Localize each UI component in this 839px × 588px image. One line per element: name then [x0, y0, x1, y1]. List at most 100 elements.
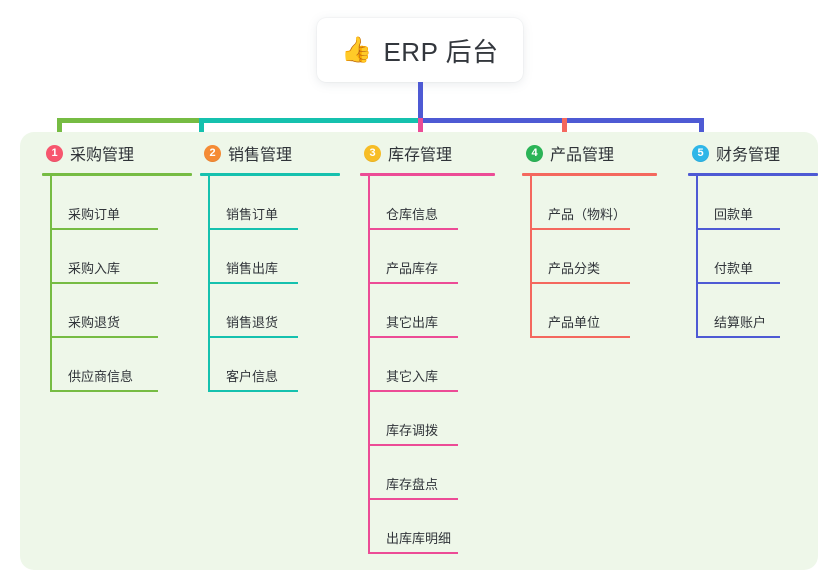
thumbs-up-icon: 👍	[341, 35, 373, 64]
column-header-underline	[42, 173, 192, 176]
root-node-title-card[interactable]: 👍 ERP 后台	[317, 18, 523, 82]
list-item[interactable]: 客户信息	[200, 338, 340, 392]
column-rail	[50, 176, 52, 392]
column-number-badge: 1	[46, 144, 63, 162]
list-item-underline	[368, 390, 458, 392]
list-item-label: 采购订单	[68, 207, 121, 222]
list-item-underline	[208, 390, 298, 392]
list-item-underline	[50, 390, 158, 392]
list-item-underline	[368, 444, 458, 446]
column-header-underline	[200, 173, 340, 176]
list-item-label: 其它出库	[386, 315, 439, 330]
list-item-label: 仓库信息	[386, 207, 439, 222]
column-5: 5 财务管理回款单付款单结算账户	[688, 140, 818, 338]
list-item[interactable]: 销售退货	[200, 284, 340, 338]
list-item-label: 采购入库	[68, 261, 121, 276]
list-item[interactable]: 库存盘点	[360, 446, 495, 500]
list-item-label: 销售退货	[226, 315, 279, 330]
list-item[interactable]: 产品单位	[522, 284, 657, 338]
column-header-5[interactable]: 5 财务管理	[688, 140, 818, 166]
column-number-badge: 5	[692, 144, 709, 162]
list-item-underline	[50, 336, 158, 338]
list-item-label: 产品分类	[548, 261, 601, 276]
column-items-5: 回款单付款单结算账户	[688, 176, 818, 338]
list-item-label: 出库库明细	[386, 531, 452, 546]
list-item[interactable]: 库存调拨	[360, 392, 495, 446]
column-title: 财务管理	[716, 147, 781, 164]
list-item-label: 结算账户	[714, 315, 767, 330]
column-header-underline	[360, 173, 495, 176]
column-title: 产品管理	[550, 147, 615, 164]
connector-bar-segment-3	[418, 118, 699, 123]
list-item-label: 产品库存	[386, 261, 439, 276]
list-item[interactable]: 采购入库	[42, 230, 192, 284]
list-item[interactable]: 产品库存	[360, 230, 495, 284]
list-item[interactable]: 付款单	[688, 230, 818, 284]
list-item-underline	[368, 498, 458, 500]
list-item-underline	[368, 228, 458, 230]
list-item-label: 销售订单	[226, 207, 279, 222]
list-item-label: 回款单	[714, 207, 754, 222]
page-title: ERP 后台	[383, 36, 499, 67]
list-item-label: 其它入库	[386, 369, 439, 384]
column-rail	[696, 176, 698, 338]
list-item[interactable]: 产品（物料）	[522, 176, 657, 230]
column-1: 1 采购管理采购订单采购入库采购退货供应商信息	[42, 140, 192, 392]
list-item-label: 产品单位	[548, 315, 601, 330]
list-item[interactable]: 销售出库	[200, 230, 340, 284]
list-item-underline	[696, 282, 780, 284]
list-item[interactable]: 回款单	[688, 176, 818, 230]
list-item[interactable]: 销售订单	[200, 176, 340, 230]
list-item-underline	[208, 228, 298, 230]
list-item-label: 库存盘点	[386, 477, 439, 492]
list-item[interactable]: 结算账户	[688, 284, 818, 338]
list-item-label: 客户信息	[226, 369, 279, 384]
list-item-label: 销售出库	[226, 261, 279, 276]
column-number-badge: 4	[526, 144, 543, 162]
list-item[interactable]: 采购退货	[42, 284, 192, 338]
list-item[interactable]: 其它出库	[360, 284, 495, 338]
list-item-underline	[368, 336, 458, 338]
list-item-underline	[368, 282, 458, 284]
column-items-3: 仓库信息产品库存其它出库其它入库库存调拨库存盘点出库库明细	[360, 176, 495, 554]
list-item-underline	[368, 552, 458, 554]
list-item-label: 付款单	[714, 261, 754, 276]
list-item-underline	[530, 336, 630, 338]
list-item-underline	[208, 336, 298, 338]
column-rail	[530, 176, 532, 338]
list-item-label: 产品（物料）	[548, 207, 627, 222]
list-item[interactable]: 产品分类	[522, 230, 657, 284]
column-rail	[368, 176, 370, 554]
list-item[interactable]: 出库库明细	[360, 500, 495, 554]
column-items-1: 采购订单采购入库采购退货供应商信息	[42, 176, 192, 392]
column-items-2: 销售订单销售出库销售退货客户信息	[200, 176, 340, 392]
list-item[interactable]: 采购订单	[42, 176, 192, 230]
column-rail	[208, 176, 210, 392]
list-item[interactable]: 其它入库	[360, 338, 495, 392]
list-item[interactable]: 供应商信息	[42, 338, 192, 392]
column-title: 采购管理	[70, 147, 135, 164]
column-4: 4 产品管理产品（物料） 产品分类产品单位	[522, 140, 657, 338]
column-number-badge: 3	[364, 144, 381, 162]
column-number-badge: 2	[204, 144, 221, 162]
list-item-underline	[530, 282, 630, 284]
content-panel	[20, 132, 818, 570]
column-header-4[interactable]: 4 产品管理	[522, 140, 657, 166]
column-header-1[interactable]: 1 采购管理	[42, 140, 192, 166]
connector-trunk	[418, 82, 423, 123]
list-item-underline	[208, 282, 298, 284]
connector-bar-segment-1	[57, 118, 199, 123]
list-item-label: 供应商信息	[68, 369, 134, 384]
list-item-underline	[530, 228, 630, 230]
column-header-underline	[688, 173, 818, 176]
column-items-4: 产品（物料） 产品分类产品单位	[522, 176, 657, 338]
list-item[interactable]: 仓库信息	[360, 176, 495, 230]
list-item-underline	[50, 282, 158, 284]
connector-bar-segment-2	[199, 118, 418, 123]
list-item-underline	[696, 336, 780, 338]
